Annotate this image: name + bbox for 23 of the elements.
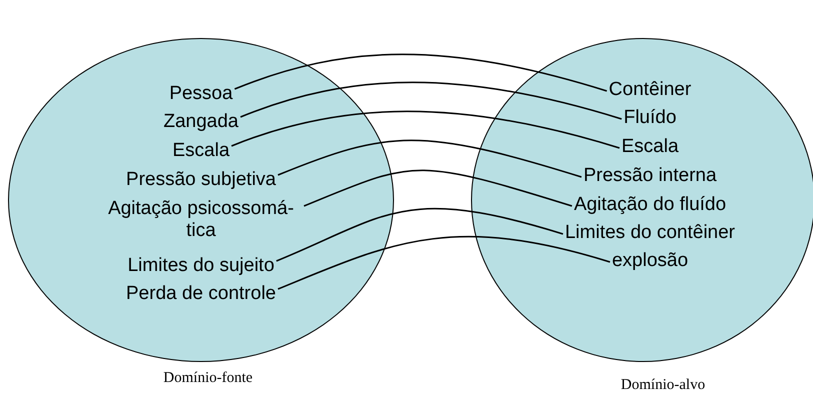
concept-label: Agitação do fluído xyxy=(574,194,726,216)
concept-label: Perda de controle xyxy=(126,283,276,305)
concept-label: Escala xyxy=(172,140,230,162)
domain-caption: Domínio-alvo xyxy=(620,377,706,394)
connector-line xyxy=(240,82,622,120)
connector-line xyxy=(304,170,572,207)
concept-label: Pressão interna xyxy=(583,165,717,187)
connector-line xyxy=(231,110,620,149)
concept-label: Fluído xyxy=(624,107,676,129)
concept-label: Limites do sujeito xyxy=(128,255,274,277)
connector-line xyxy=(278,236,610,290)
domain-caption: Domínio-fonte xyxy=(163,370,253,387)
concept-label: explosão xyxy=(612,250,688,272)
concept-label: Pessoa xyxy=(169,83,233,105)
connector-line xyxy=(234,54,608,92)
concept-label: Pressão subjetiva xyxy=(126,169,276,191)
concept-label: Limites do contêiner xyxy=(564,222,736,244)
connector-line xyxy=(276,208,564,262)
concept-label: Escala xyxy=(621,136,679,158)
connector-line xyxy=(278,140,582,178)
concept-label: Contêiner xyxy=(608,79,692,101)
concept-label: Zangada xyxy=(164,111,238,133)
concept-label: Agitação psicossomá-tica xyxy=(100,198,302,242)
